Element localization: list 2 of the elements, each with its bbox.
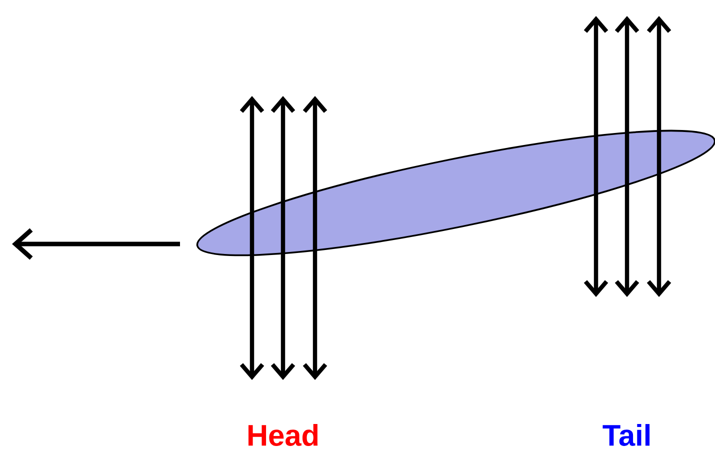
label: Tail xyxy=(602,424,650,446)
label: Head xyxy=(248,424,318,446)
